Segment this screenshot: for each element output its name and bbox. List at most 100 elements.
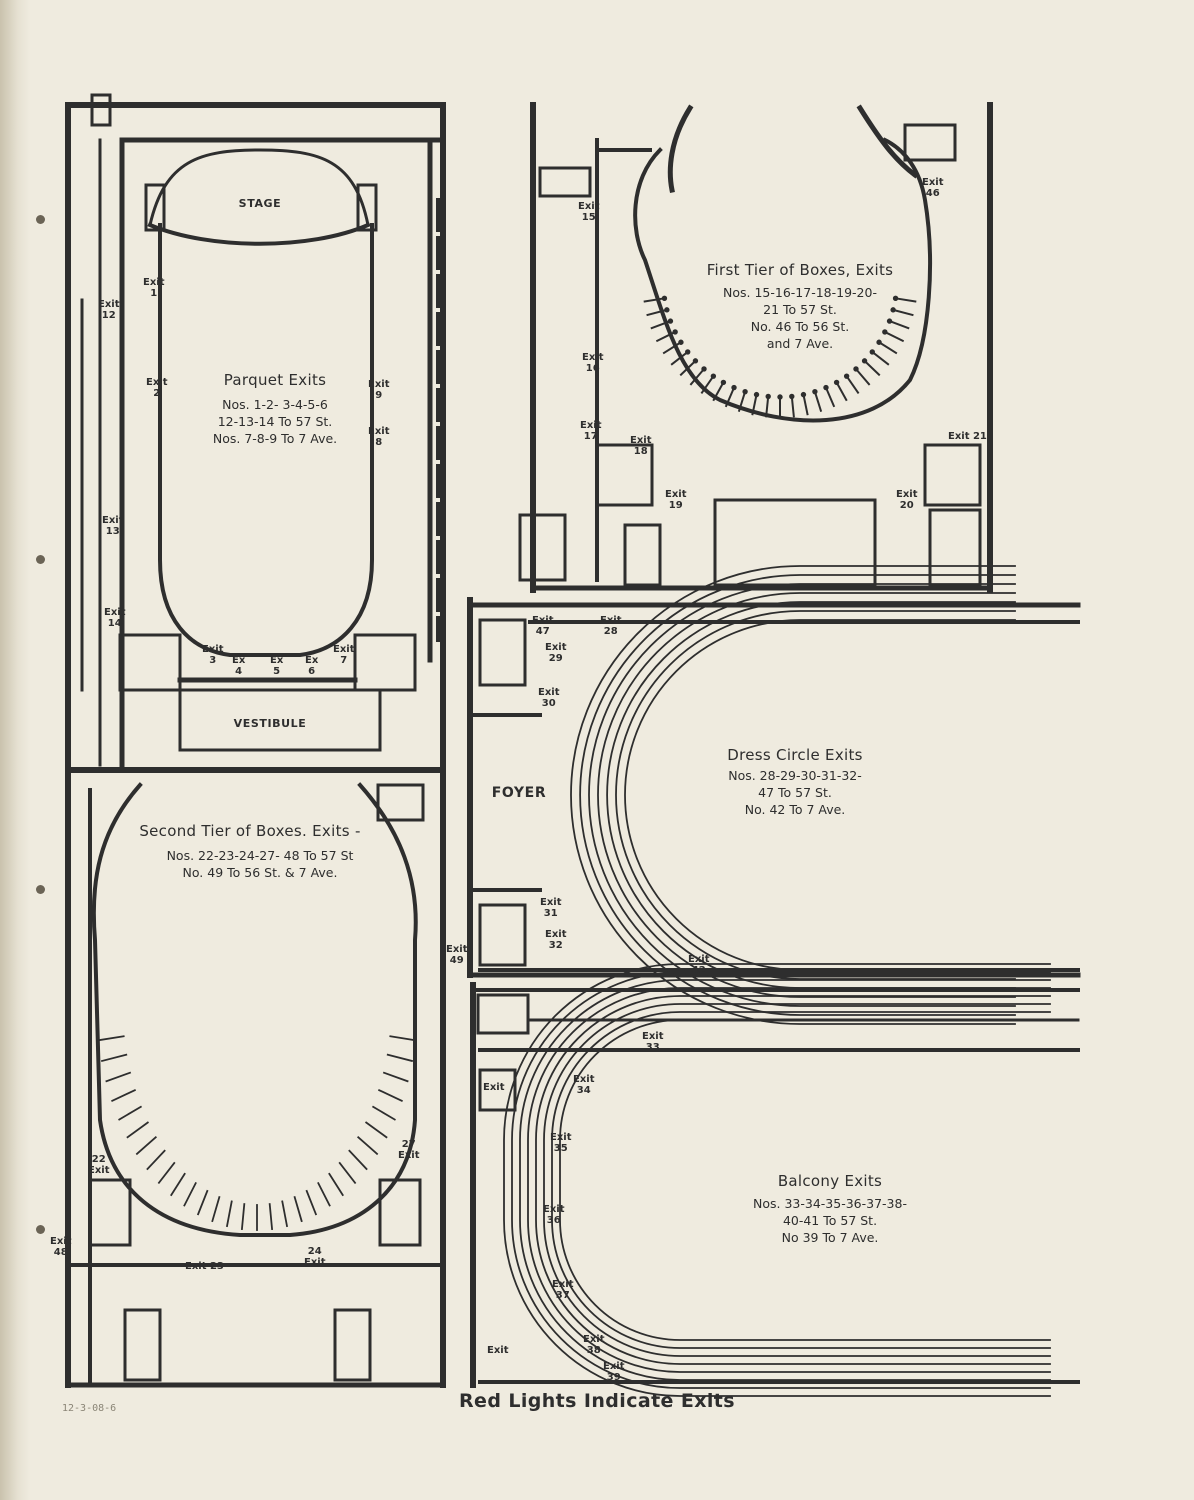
- second-tier-box-partition: [225, 1200, 233, 1228]
- second-tier-box-partition: [268, 1203, 274, 1230]
- dress-circle-seat-row: [615, 610, 1016, 980]
- box-partition: [802, 394, 809, 416]
- box-partition: [878, 341, 898, 355]
- box-partition-end: [664, 307, 670, 313]
- box-partition-end: [789, 393, 795, 400]
- punch-hole: [36, 215, 45, 224]
- exit-42-label: Exit 42: [688, 954, 710, 976]
- exit-5-label: Ex 5: [270, 655, 284, 677]
- exit-23-label: Exit 23: [185, 1261, 224, 1272]
- vestibule-label: VESTIBULE: [233, 717, 307, 730]
- box-partition: [863, 360, 881, 377]
- box-partition: [751, 394, 758, 416]
- box-partition-end: [685, 349, 691, 355]
- dress-circle-seat-row: [579, 574, 1016, 1016]
- binding-edge: [0, 0, 30, 1500]
- exit-24-label: 24 Exit: [304, 1246, 326, 1268]
- exit-6-label: Ex 6: [305, 655, 319, 677]
- parquet-title: Parquet Exits: [223, 371, 327, 389]
- exit-28-label: Exit 28: [600, 615, 622, 637]
- exit-22-label: 22 Exit: [88, 1154, 110, 1176]
- box-partition-end: [823, 384, 829, 391]
- exit-34-label: Exit 34: [573, 1074, 595, 1096]
- second-tier-box-partition: [100, 1053, 128, 1063]
- second-tier-box-partition: [170, 1172, 186, 1197]
- balcony-seat-row: [535, 995, 1051, 1365]
- dress-circle-title: Dress Circle Exits: [727, 746, 863, 764]
- box-partition: [835, 381, 848, 402]
- exit-46-label: Exit 46: [922, 177, 944, 199]
- second-tier-box-partition: [281, 1200, 289, 1228]
- box-partition: [650, 320, 671, 330]
- second-tier-box-partition: [317, 1181, 331, 1207]
- box-partition: [646, 308, 668, 317]
- box-partition-end: [812, 388, 818, 395]
- box-partition: [871, 351, 890, 366]
- balcony-seat-row: [503, 963, 1051, 1397]
- dress-circle-plan: [467, 565, 1081, 1025]
- exit-37-label: Exit 37: [552, 1279, 574, 1301]
- second-tier-box-partition: [328, 1172, 344, 1197]
- box-partition: [724, 387, 735, 408]
- exit-15-label: Exit 15: [578, 201, 600, 223]
- second-tier-box-partition: [196, 1189, 209, 1216]
- box-partition-end: [672, 329, 678, 335]
- exit-21-label: Exit 21: [948, 431, 987, 442]
- pencil-note: 12-3-08-6: [62, 1403, 117, 1414]
- exit-31-label: Exit 31: [540, 897, 562, 919]
- exit-4-label: Ex 4: [232, 655, 246, 677]
- box-partition-end: [892, 295, 899, 302]
- exit-36-label: Exit 36: [543, 1204, 565, 1226]
- box-partition-end: [765, 393, 771, 400]
- punch-hole: [36, 1225, 45, 1234]
- first-tier-title: First Tier of Boxes, Exits: [706, 261, 894, 279]
- box-partition-end: [886, 318, 893, 324]
- exit-47-label: Exit 47: [532, 615, 554, 637]
- exit-30-label: Exit 30: [538, 687, 560, 709]
- balcony-seat-row: [519, 979, 1051, 1381]
- box-partition-end: [876, 339, 882, 345]
- second-tier-box-partition: [183, 1181, 197, 1207]
- second-tier-box-partition: [364, 1121, 388, 1139]
- box-partition: [643, 297, 665, 303]
- exit-17-label: Exit 17: [580, 420, 602, 442]
- balcony-seat-row: [551, 1011, 1051, 1349]
- box-partition-end: [861, 358, 868, 364]
- second-tier-box-partition: [135, 1135, 158, 1156]
- exit-41-label: Exit: [487, 1345, 509, 1356]
- second-tier-box-partition: [111, 1088, 137, 1102]
- second-tier-box-partition: [211, 1195, 221, 1223]
- box-partition: [712, 381, 725, 402]
- second-tier-box-partition: [371, 1105, 396, 1121]
- box-partition-end: [692, 358, 699, 364]
- second-tier-box-partition: [240, 1203, 246, 1230]
- exit-12-label: Exit 12: [98, 299, 120, 321]
- punch-hole: [36, 555, 45, 564]
- second-tier-box-partition: [389, 1035, 417, 1042]
- box-partition-end: [777, 394, 783, 400]
- box-partition-end: [833, 379, 840, 386]
- box-partition-end: [661, 295, 668, 302]
- box-partition-end: [731, 384, 737, 391]
- second-tier-box-partition: [97, 1035, 125, 1042]
- footer-caption: Red Lights Indicate Exits: [459, 1390, 735, 1412]
- balcony-seat-row: [559, 1019, 1051, 1341]
- second-tier-box-partition: [348, 1149, 368, 1171]
- exit-18-label: Exit 18: [630, 435, 652, 457]
- second-tier-box-partition: [338, 1161, 357, 1185]
- box-partition: [670, 351, 689, 366]
- second-tier-box-partition: [293, 1195, 303, 1223]
- box-partition: [790, 396, 795, 418]
- second-tier-box-partition: [382, 1071, 409, 1083]
- box-partition-end: [890, 307, 896, 313]
- second-tier-box-partition: [146, 1149, 166, 1171]
- box-partition: [895, 297, 917, 303]
- exit-19-label: Exit 19: [665, 489, 687, 511]
- box-partition: [765, 396, 770, 418]
- second-tier-title: Second Tier of Boxes. Exits -: [139, 822, 361, 840]
- exit-1-label: Exit 1: [143, 277, 165, 299]
- box-partition: [884, 331, 905, 343]
- exit-7-label: Exit 7: [333, 644, 355, 666]
- second-tier-info: Nos. 22-23-24-27- 48 To 57 St No. 49 To …: [166, 848, 354, 880]
